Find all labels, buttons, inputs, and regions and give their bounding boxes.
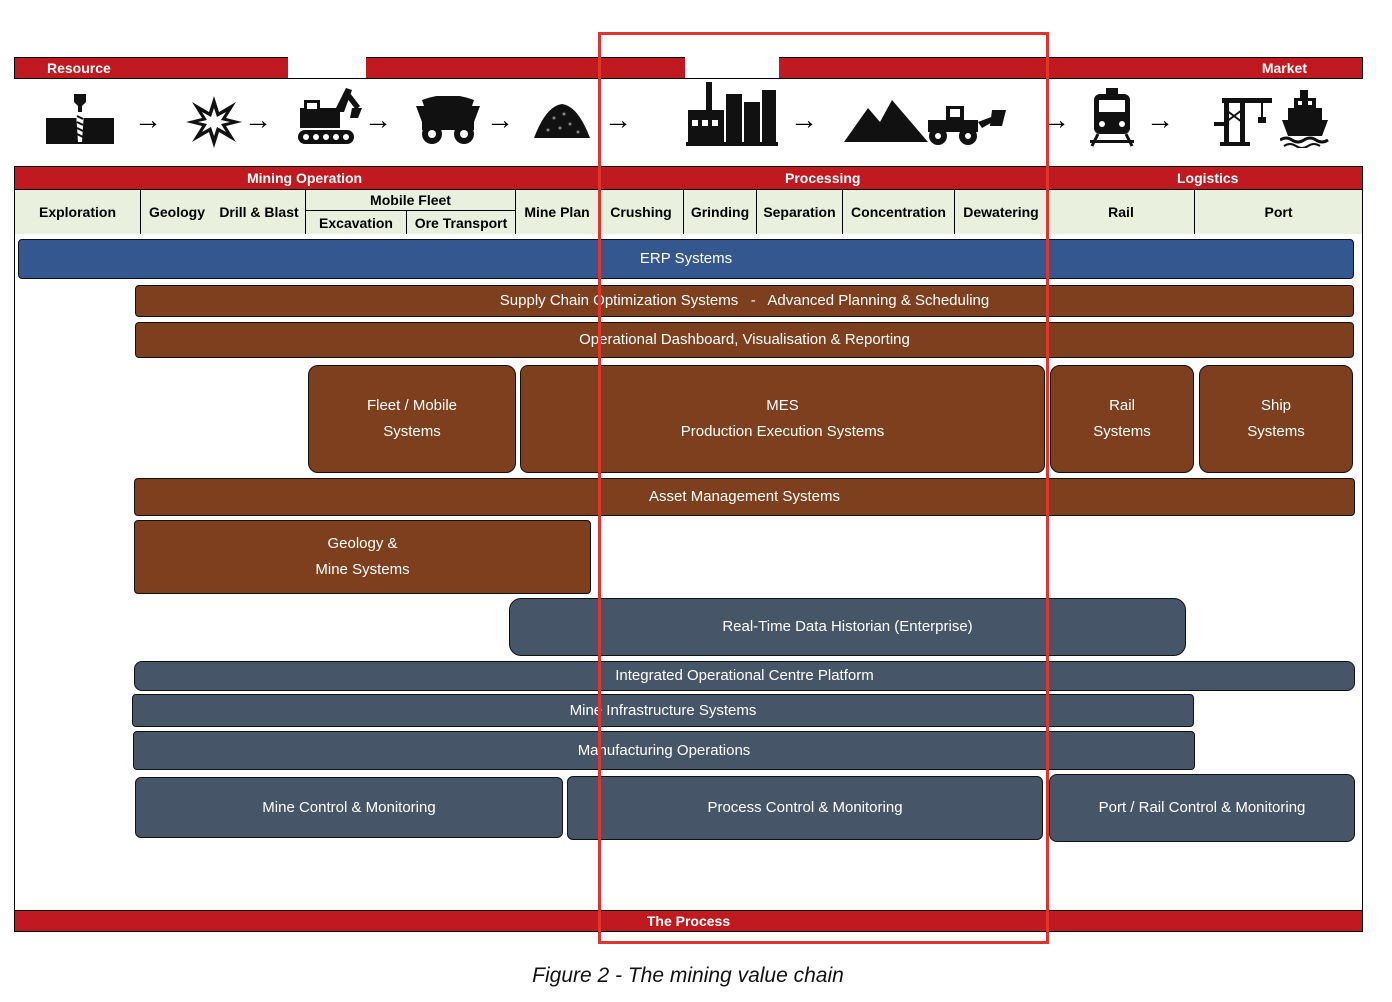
geology-line1: Geology & <box>327 535 398 552</box>
column-rail: Rail <box>1048 190 1195 234</box>
manufacturing-operations-bar: Manufacturing Operations <box>133 731 1195 770</box>
ship-icon <box>1280 90 1329 148</box>
train-icon <box>1090 88 1134 147</box>
arrow-right-icon: → <box>604 104 632 135</box>
ore-pile-icon <box>534 104 590 138</box>
arrow-right-icon: → <box>134 104 162 135</box>
market-label: Market <box>1261 60 1307 76</box>
fleet-line2: Systems <box>383 423 441 440</box>
processing-label: Processing <box>785 170 861 186</box>
column-drill-blast: Drill & Blast <box>213 190 306 234</box>
rail-systems-line2: Systems <box>1093 423 1151 440</box>
column-excavation: Excavation <box>306 211 407 234</box>
ship-systems-line1: Ship <box>1260 397 1292 414</box>
rail-systems-box: Rail Systems <box>1050 365 1194 473</box>
ioc-platform-bar: Integrated Operational Centre Platform <box>134 661 1355 691</box>
haul-truck-icon <box>416 96 480 144</box>
arrow-right-icon: → <box>364 104 392 135</box>
column-mine-plan: Mine Plan <box>516 190 599 234</box>
column-crushing: Crushing <box>599 190 684 234</box>
column-exploration: Exploration <box>15 190 141 234</box>
geology-line2: Mine Systems <box>315 561 410 578</box>
dashboard-bar: Operational Dashboard, Visualisation & R… <box>135 322 1354 358</box>
data-historian-box: Real-Time Data Historian (Enterprise) <box>509 598 1186 656</box>
mining-operation-label: Mining Operation <box>247 170 363 186</box>
rail-systems-line1: Rail <box>1109 397 1135 414</box>
mes-line2: Production Execution Systems <box>680 423 885 440</box>
systems-frame <box>14 234 1363 912</box>
erp-systems-bar: ERP Systems <box>18 239 1354 279</box>
stockpile-icon <box>844 100 928 142</box>
arrow-right-icon: → <box>244 104 272 135</box>
explosion-icon <box>186 96 242 148</box>
column-geology: Geology <box>141 190 213 234</box>
resource-label: Resource <box>47 60 111 76</box>
column-dewatering: Dewatering <box>955 190 1048 234</box>
column-separation: Separation <box>757 190 843 234</box>
wheel-loader-icon <box>928 106 1006 145</box>
the-process-label: The Process <box>646 913 731 929</box>
ship-systems-line2: Systems <box>1247 423 1305 440</box>
fleet-mobile-systems-box: Fleet / Mobile Systems <box>308 365 516 473</box>
figure-caption: Figure 2 - The mining value chain <box>532 964 844 987</box>
ship-systems-box: Ship Systems <box>1199 365 1353 473</box>
logistics-label: Logistics <box>1177 170 1239 186</box>
mine-control-box: Mine Control & Monitoring <box>135 777 563 838</box>
column-port: Port <box>1195 190 1362 234</box>
mes-box: MES Production Execution Systems <box>520 365 1045 473</box>
stage-bar: Mining Operation Processing Logistics <box>14 166 1363 190</box>
bar-notch <box>288 56 366 78</box>
arrow-right-icon: → <box>790 104 818 135</box>
asset-management-bar: Asset Management Systems <box>134 478 1355 516</box>
fleet-line1: Fleet / Mobile <box>366 397 458 414</box>
process-control-box: Process Control & Monitoring <box>567 776 1043 840</box>
port-crane-icon <box>1214 98 1272 146</box>
supply-chain-bar: Supply Chain Optimization Systems - Adva… <box>135 285 1354 317</box>
arrow-right-icon: → <box>486 104 514 135</box>
column-mobile-fleet: Mobile Fleet <box>306 190 516 211</box>
the-process-bar: The Process <box>14 910 1363 932</box>
column-concentration: Concentration <box>843 190 955 234</box>
mes-line1: MES <box>766 397 799 414</box>
drill-icon <box>46 94 114 144</box>
processing-plant-icon <box>686 82 778 146</box>
bar-notch <box>685 56 779 78</box>
column-ore-transport: Ore Transport <box>407 211 516 234</box>
port-rail-control-box: Port / Rail Control & Monitoring <box>1049 774 1355 842</box>
processing-highlight-frame <box>598 32 1049 944</box>
arrow-right-icon: → <box>1146 104 1174 135</box>
mine-infrastructure-bar: Mine Infrastructure Systems <box>132 694 1194 727</box>
excavator-icon <box>298 88 362 144</box>
column-grinding: Grinding <box>684 190 757 234</box>
geology-mine-systems-box: Geology & Mine Systems <box>134 520 591 594</box>
